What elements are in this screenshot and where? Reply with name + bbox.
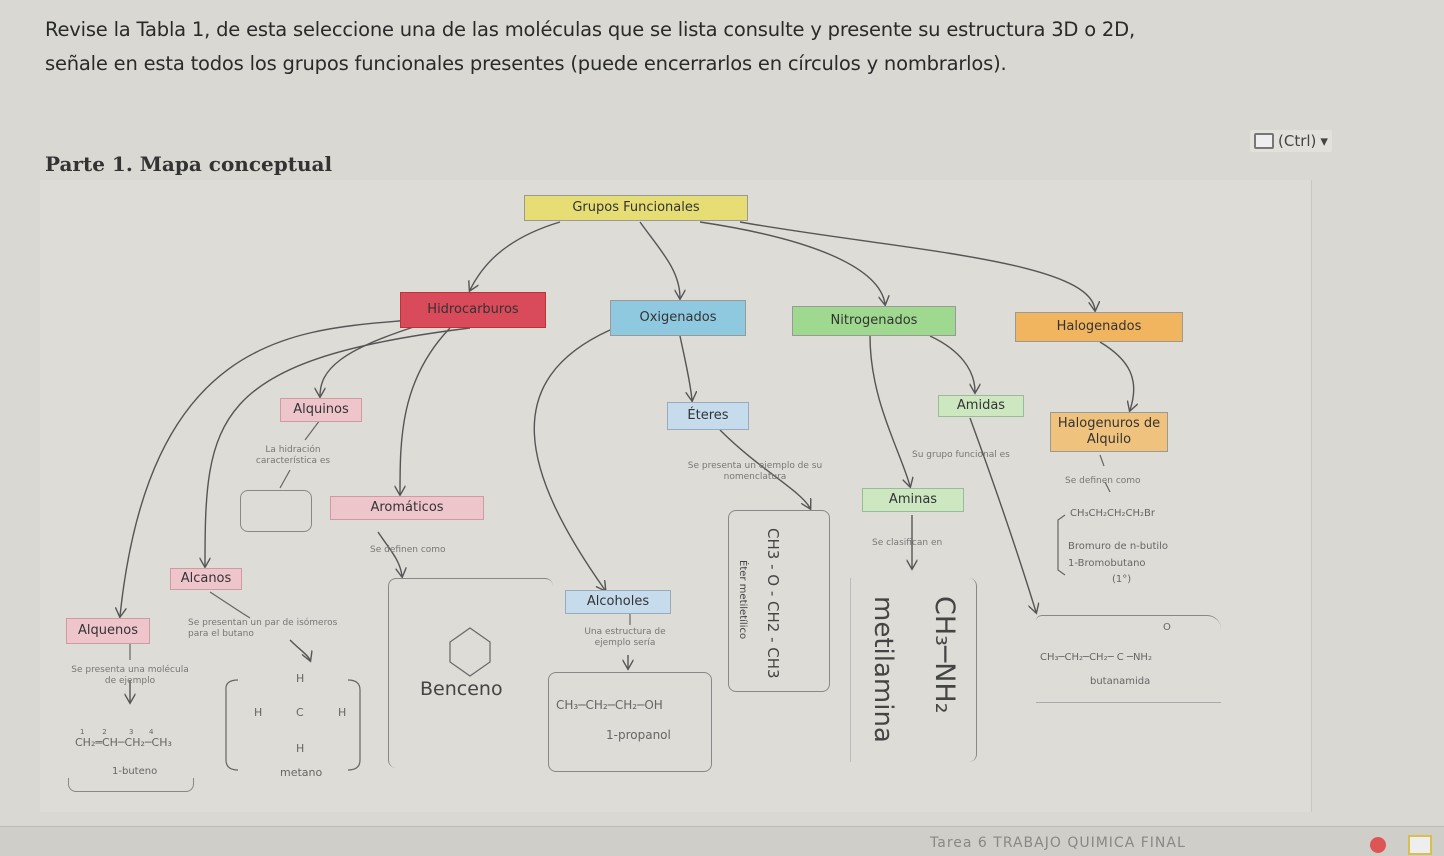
- notes-icon[interactable]: [1408, 835, 1432, 855]
- metilamina-box: [850, 578, 977, 762]
- instruction-line-1: Revise la Tabla 1, de esta seleccione un…: [45, 18, 1135, 41]
- taskbar-document-title[interactable]: Tarea 6 TRABAJO QUIMICA FINAL: [930, 835, 1186, 851]
- propanol-name: 1-propanol: [606, 728, 671, 742]
- metano-h-bottom: H: [296, 742, 305, 755]
- propanol-box: [548, 672, 712, 772]
- aminas-link-label: Se clasifican en: [872, 538, 943, 548]
- eter-formula: CH3 - O - CH2 - CH3: [764, 528, 782, 679]
- node-hidrocarburos[interactable]: Hidrocarburos: [400, 292, 546, 328]
- node-oxigenados[interactable]: Oxigenados: [610, 300, 746, 336]
- aromaticos-link-label: Se definen como: [370, 545, 446, 555]
- buteno-carbon-numbers: 1 2 3 4: [80, 728, 154, 736]
- node-aromaticos[interactable]: Aromáticos: [330, 496, 484, 520]
- metano-h-left: H: [254, 706, 263, 719]
- clipboard-icon: [1254, 133, 1274, 149]
- butanamida-formula: CH₃─CH₂─CH₂─ C ─NH₂: [1040, 652, 1152, 663]
- concept-map: [40, 180, 1312, 812]
- node-nitrogenados[interactable]: Nitrogenados: [792, 306, 956, 336]
- taskbar: Tarea 6 TRABAJO QUIMICA FINAL: [0, 826, 1444, 856]
- node-eteres[interactable]: Éteres: [667, 402, 749, 430]
- metilamina-name: metilamina: [868, 596, 898, 743]
- eter-name: Éter metiletílico: [737, 560, 748, 640]
- metilamina-formula: CH₃─NH₂: [929, 596, 960, 714]
- node-halogenuros-de-alquilo[interactable]: Halogenuros de Alquilo: [1050, 412, 1168, 452]
- benceno-box: [388, 578, 553, 768]
- bromobutano-class: (1°): [1112, 574, 1132, 585]
- record-icon[interactable]: [1370, 837, 1386, 853]
- metano-h-top: H: [296, 672, 305, 685]
- paste-options-label: (Ctrl): [1278, 132, 1317, 150]
- node-halogenados[interactable]: Halogenados: [1015, 312, 1183, 342]
- alquinos-link-label: La hidración característica es: [255, 445, 331, 467]
- node-alquenos[interactable]: Alquenos: [66, 618, 150, 644]
- alquenos-link-label: Se presenta una molécula de ejemplo: [71, 665, 189, 687]
- buteno-name: 1-buteno: [112, 766, 158, 777]
- halogenuros-link-label: Se definen como: [1065, 476, 1141, 486]
- butanamida-box: [1036, 615, 1221, 703]
- section-title: Parte 1. Mapa conceptual: [45, 152, 333, 176]
- metano-h-right: H: [338, 706, 347, 719]
- metano-c: C: [296, 706, 304, 719]
- empty-answer-box[interactable]: [240, 490, 312, 532]
- node-grupos-funcionales[interactable]: Grupos Funcionales: [524, 195, 748, 221]
- bromobutano-name-2: 1-Bromobutano: [1068, 558, 1146, 569]
- butanamida-oxygen: O: [1163, 622, 1171, 633]
- bromobutano-formula: CH₃CH₂CH₂CH₂Br: [1070, 508, 1156, 519]
- butanamida-name: butanamida: [1090, 676, 1151, 687]
- propanol-formula: CH₃─CH₂─CH₂─OH: [556, 698, 663, 712]
- amidas-link-label: Su grupo funcional es: [912, 450, 1010, 460]
- alcanos-link-label: Se presentan un par de isómeros para el …: [188, 618, 338, 640]
- node-amidas[interactable]: Amidas: [938, 395, 1024, 417]
- benceno-label: Benceno: [420, 678, 503, 700]
- node-alquinos[interactable]: Alquinos: [280, 398, 362, 422]
- paste-options-button[interactable]: (Ctrl)▾: [1250, 130, 1332, 152]
- buteno-formula: CH₂═CH─CH₂─CH₃: [75, 736, 172, 749]
- buteno-box: [68, 778, 194, 792]
- bromobutano-name-1: Bromuro de n-butilo: [1068, 541, 1169, 552]
- metano-name: metano: [280, 766, 323, 779]
- eteres-link-label: Se presenta un ejemplo de su nomenclatur…: [687, 461, 823, 483]
- node-alcanos[interactable]: Alcanos: [170, 568, 242, 590]
- instruction-line-2: señale en esta todos los grupos funciona…: [45, 52, 1007, 75]
- alcoholes-link-label: Una estructura de ejemplo sería: [584, 627, 666, 649]
- eter-box: [728, 510, 830, 692]
- node-alcoholes[interactable]: Alcoholes: [565, 590, 671, 614]
- chevron-down-icon: ▾: [1320, 132, 1328, 150]
- node-aminas[interactable]: Aminas: [862, 488, 964, 512]
